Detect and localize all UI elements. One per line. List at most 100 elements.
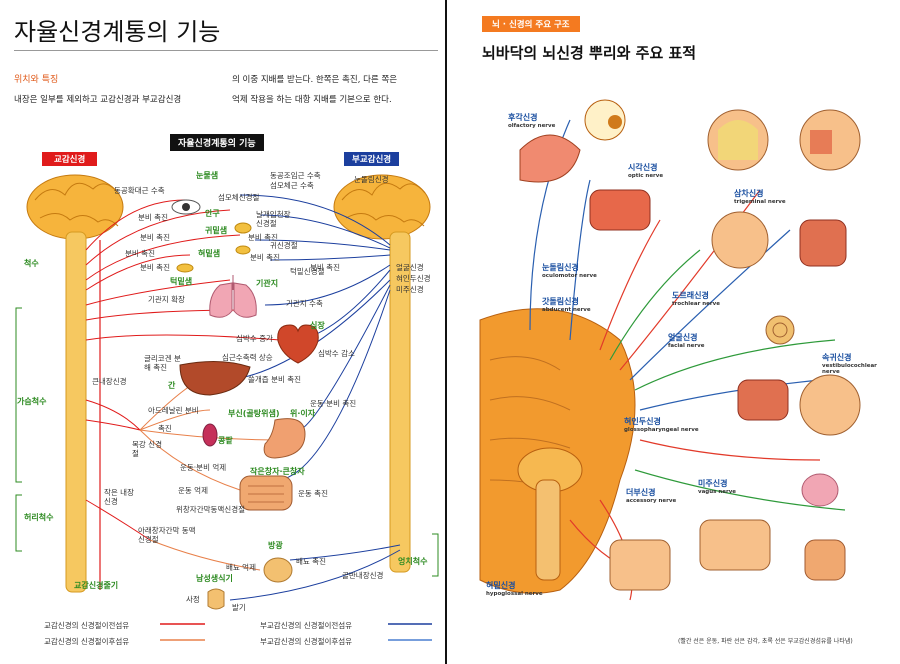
target-mouth — [737, 379, 789, 421]
legend-label-2: 교감신경의 신경절이후섬유 — [44, 637, 130, 646]
organ-liver — [179, 360, 251, 396]
section-heading: 위치와 특징 — [14, 75, 59, 85]
symp-label-12: 복강 신경절 — [132, 440, 162, 458]
symp-label-7: 심박수 증가 — [236, 334, 273, 343]
symp-label-9: 글리코겐 분해 촉진 — [144, 354, 181, 372]
symp-label-16: 위창자간막동맥신경절 — [176, 505, 245, 514]
region-thoracic: 가슴척수 — [17, 397, 47, 406]
organ-label-kidney: 콩팥 — [218, 436, 233, 445]
symp-label-18: 사정 — [186, 595, 200, 604]
right-page: 뇌 · 신경의 주요 구조 뇌바닥의 뇌신경 뿌리와 주요 표적 — [450, 0, 900, 664]
symp-label-13: 운동·분비 억제 — [180, 463, 227, 472]
para-label-14: 기관지 수축 — [286, 299, 323, 308]
symp-label-17: 아래창자간막 동맥신경절 — [138, 526, 196, 544]
legend-label-4: 부교감신경의 신경절이후섬유 — [260, 637, 353, 646]
para-label-1: 눈돌림신경 — [354, 175, 389, 184]
symp-label-11: 촉진 — [158, 424, 172, 433]
symp-label-6: 기관지 확장 — [148, 295, 185, 304]
autonomic-diagram-svg — [15, 174, 439, 641]
region-lumbar: 허리척수 — [24, 513, 54, 522]
organ-label-submandibular: 턱밑샘 — [170, 277, 193, 286]
target-ear — [765, 315, 795, 345]
region-trunk: 교감신경줄기 — [74, 581, 119, 590]
region-cervical: 척수 — [24, 259, 39, 268]
para-label-9: 분비 촉진 — [248, 233, 278, 242]
organ-glands — [176, 222, 252, 273]
organ-intestine — [239, 475, 293, 511]
left-brain — [26, 174, 124, 593]
sympathetic-tag: 교감신경 — [42, 152, 98, 166]
organ-label-eye: 눈물샘 — [196, 171, 219, 180]
target-lungs — [801, 473, 839, 507]
para-label-13: 미주신경 — [396, 285, 424, 294]
diagram-title-box: 자율신경계통의 기능 — [170, 134, 264, 151]
symp-label-4: 분비 촉진 — [125, 249, 155, 258]
symp-label-2: 분비 촉진 — [138, 213, 168, 222]
organ-label-adrenal: 부신(골탕위샘) — [228, 409, 280, 418]
target-eye — [584, 99, 626, 141]
target-nasal — [799, 219, 847, 267]
brain-base — [479, 308, 636, 594]
symp-label-5: 분비 촉진 — [140, 263, 170, 272]
symp-label-1: 동공확대근 수축 — [114, 186, 165, 195]
legend-label-1: 교감신경의 신경절이전섬유 — [44, 621, 130, 630]
symp-label-8: 큰내장신경 — [92, 377, 127, 386]
para-label-12: 혀인두신경 — [396, 274, 431, 283]
organ-label-intestine: 작은창자·큰창자 — [250, 467, 305, 476]
organ-bladder — [263, 557, 293, 583]
para-label-7: 턱밑신경절 — [290, 267, 325, 276]
organ-genital — [207, 588, 225, 610]
legend-label-3: 부교감신경의 신경절이전섬유 — [260, 621, 353, 630]
intro-col2-line2: 억제 작용을 하는 대항 지배를 기본으로 한다. — [232, 95, 392, 105]
para-label-21: 배뇨 촉진 — [296, 557, 326, 566]
target-head-1 — [707, 109, 769, 171]
symp-label-3: 분비 촉진 — [140, 233, 170, 242]
symp-label-14: 작은 내장신경 — [104, 488, 134, 506]
intro-col1: 내장은 일부를 제외하고 교감신경과 부교감신경 — [14, 95, 182, 105]
footnote: (빨간 선은 운동, 파란 선은 감각, 초록 선은 부교감신경섬유를 나타냄) — [678, 638, 853, 645]
para-label-17: 쓸개즙 분비 촉진 — [248, 375, 302, 384]
organ-label-iris: 안구 — [205, 209, 220, 218]
para-label-2: 동공조임근 수축 — [270, 171, 321, 180]
organ-heart — [277, 324, 319, 364]
para-label-8: 분비 촉진 — [250, 253, 280, 262]
right-brain — [333, 174, 431, 573]
organ-label-sublingual: 혀밑샘 — [198, 249, 221, 258]
organ-lung — [209, 275, 257, 318]
sympathetic-fibers — [85, 199, 281, 541]
symp-label-15: 운동 억제 — [178, 486, 208, 495]
target-head-2 — [799, 109, 861, 171]
para-label-10: 분비 촉진 — [310, 263, 340, 272]
para-label-23: 발기 — [232, 603, 246, 612]
region-sacral: 엉치척수 — [398, 557, 428, 566]
page-title: 자율신경계통의 기능 — [14, 18, 221, 46]
para-label-19: 운동 촉진 — [298, 489, 328, 498]
target-throat — [609, 539, 671, 591]
legend-lines — [160, 623, 432, 641]
organ-label-parotid: 귀밑샘 — [205, 226, 228, 235]
symp-label-10: 아드레날린 분비 — [148, 406, 199, 415]
intro-col2-line1: 의 이중 지배를 받는다. 한쪽은 촉진, 다른 쪽은 — [232, 75, 398, 85]
organ-kidney — [202, 423, 218, 447]
parasympathetic-tag: 부교감신경 — [344, 152, 400, 166]
para-label-6: 귀신경절 — [270, 241, 298, 250]
para-label-18: 운동·분비 촉진 — [310, 399, 357, 408]
right-title: 뇌바닥의 뇌신경 뿌리와 주요 표적 — [482, 44, 697, 62]
region-brackets — [15, 307, 439, 577]
target-neck — [699, 519, 771, 571]
organ-label-heart: 심장 — [310, 321, 325, 330]
left-page: 자율신경계통의 기능 위치와 특징 내장은 일부를 제외하고 교감신경과 부교감… — [0, 0, 447, 664]
target-eye-muscles — [589, 189, 651, 231]
para-label-5: 날개입천장 신경절 — [256, 210, 291, 228]
organ-eye — [171, 199, 201, 215]
